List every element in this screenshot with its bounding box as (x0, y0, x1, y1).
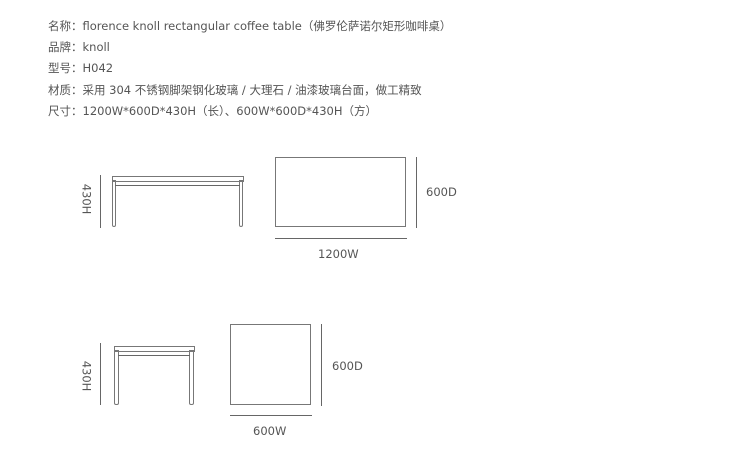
width-label: 600W (253, 424, 287, 438)
spec-model: 型号：H042 (48, 61, 113, 75)
leg (189, 350, 194, 405)
depth-dimension-line (416, 157, 417, 228)
spec-value: knoll (82, 40, 110, 54)
apron (118, 355, 190, 356)
spec-label: 材质 (48, 83, 71, 97)
leg (239, 180, 243, 227)
spec-label: 品牌 (48, 40, 71, 54)
top-view (230, 324, 311, 405)
spec-label: 型号 (48, 61, 71, 75)
width-dimension-line (230, 415, 312, 416)
separator: ： (71, 19, 83, 33)
depth-label: 600D (332, 359, 363, 373)
spec-value: florence knoll rectangular coffee table（… (82, 19, 452, 33)
separator: ： (71, 40, 83, 54)
height-label: 430H (79, 183, 94, 215)
depth-label: 600D (426, 185, 457, 199)
leg (112, 180, 116, 227)
spec-material: 材质：采用 304 不锈钢脚架钢化玻璃 / 大理石 / 油漆玻璃台面，做工精致 (48, 83, 422, 97)
height-dimension-line (100, 175, 101, 228)
top-view (275, 157, 406, 227)
separator: ： (71, 61, 83, 75)
separator: ： (71, 83, 83, 97)
spec-value: 1200W*600D*430H（长）、600W*600D*430H（方） (82, 104, 378, 118)
width-dimension-line (275, 238, 407, 239)
apron (115, 185, 240, 186)
separator: ： (71, 104, 83, 118)
leg (114, 350, 119, 405)
spec-label: 名称 (48, 19, 71, 33)
tabletop (114, 346, 195, 352)
height-label: 430H (79, 360, 94, 392)
depth-dimension-line (321, 324, 322, 406)
spec-value: H042 (82, 61, 114, 75)
tabletop (112, 176, 244, 182)
spec-label: 尺寸 (48, 104, 71, 118)
spec-name: 名称：florence knoll rectangular coffee tab… (48, 19, 451, 33)
spec-size: 尺寸：1200W*600D*430H（长）、600W*600D*430H（方） (48, 104, 377, 118)
width-label: 1200W (318, 247, 359, 261)
spec-value: 采用 304 不锈钢脚架钢化玻璃 / 大理石 / 油漆玻璃台面，做工精致 (82, 83, 422, 97)
spec-brand: 品牌：knoll (48, 40, 110, 54)
height-dimension-line (100, 343, 101, 405)
